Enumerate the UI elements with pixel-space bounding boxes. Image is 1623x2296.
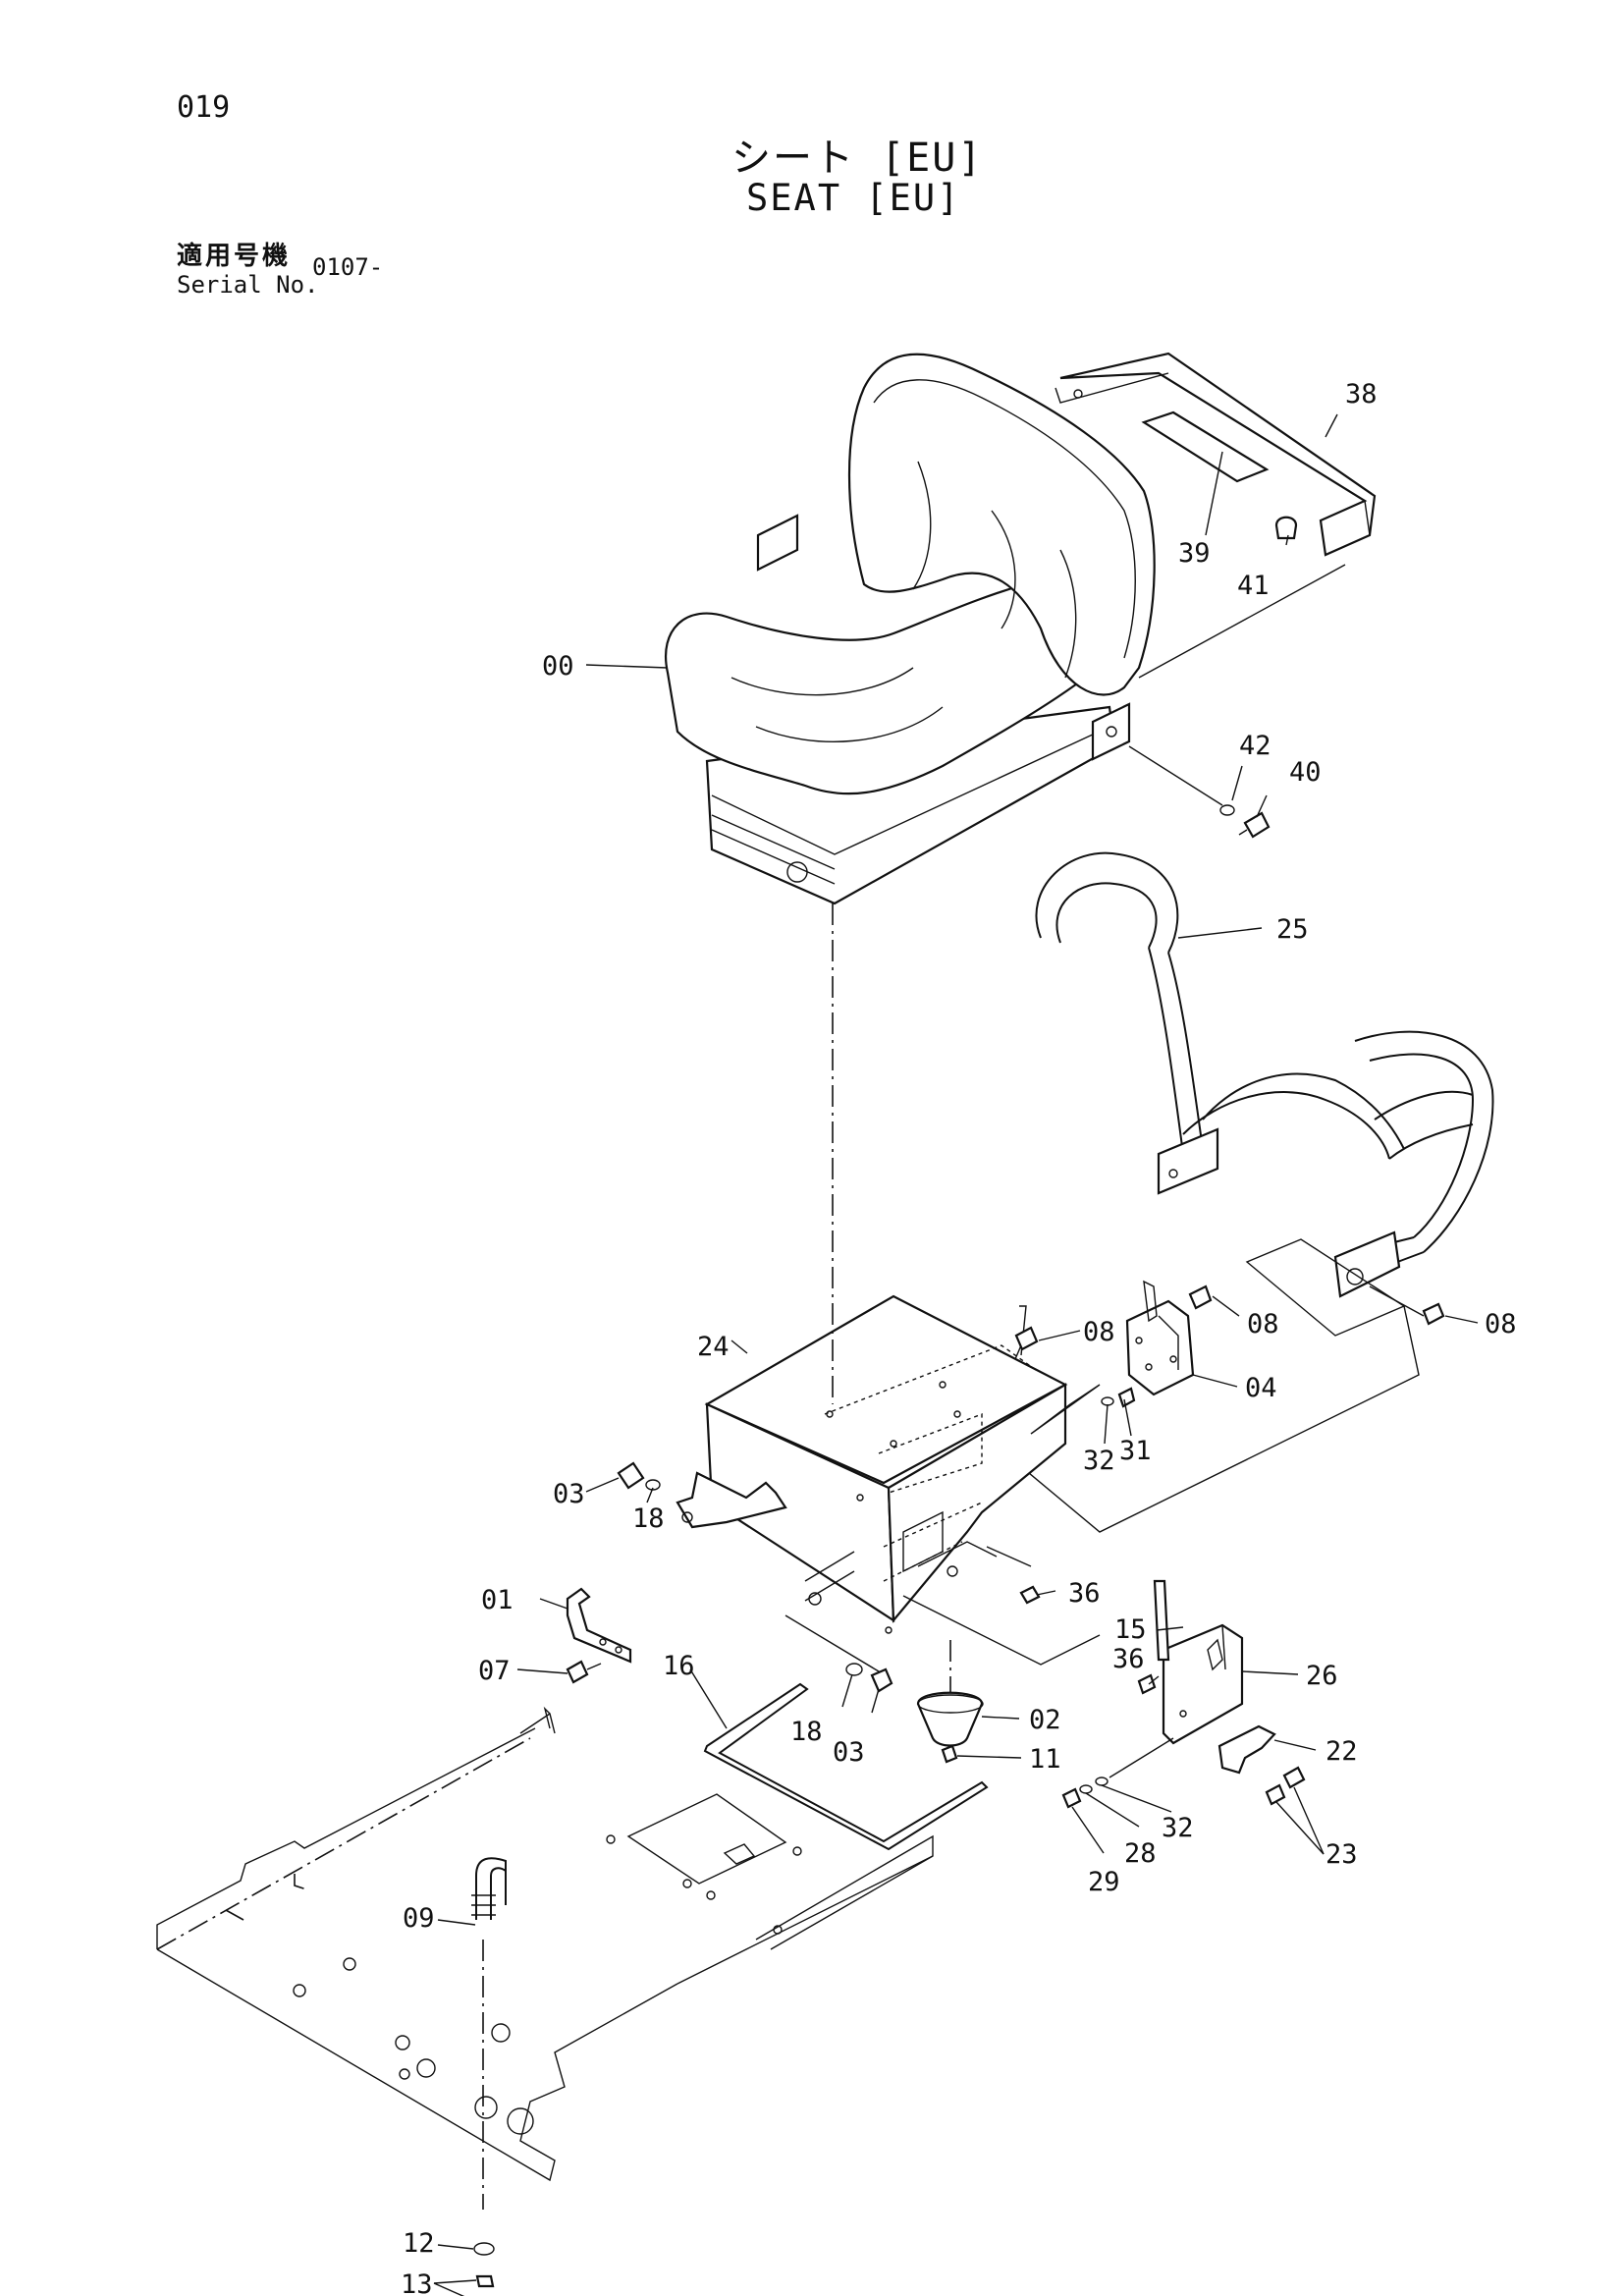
bracket-22 [1217,1724,1276,1775]
floor-plate [156,1727,934,2182]
callout-09: 09 [403,1903,435,1934]
reference-plane-left [519,1546,1101,1734]
callout-41: 41 [1237,571,1270,601]
callout-03-left: 03 [553,1479,585,1509]
callout-18-lower: 18 [790,1717,823,1747]
callout-08-box: 08 [1083,1317,1115,1347]
callout-26: 26 [1306,1661,1338,1691]
bracket-04 [1125,1280,1195,1396]
title-japanese: シート [EU] [731,136,984,181]
seat-assembly [665,353,1156,905]
callout-18-left: 18 [632,1503,665,1534]
screw-11 [941,1744,958,1764]
callout-15: 15 [1114,1614,1147,1645]
callout-01: 01 [481,1585,514,1615]
washers-nut-bottom [1061,1737,1174,1809]
callout-03-lower: 03 [833,1737,865,1768]
rod-16 [703,1682,989,1851]
serial-number-value: 0107- [312,253,384,281]
serial-label-japanese: 適用号機 [177,242,292,271]
callout-11: 11 [1029,1744,1061,1775]
callout-23: 23 [1325,1839,1358,1870]
strip-15 [1153,1579,1170,1662]
callout-40: 40 [1289,757,1322,788]
bolts-23 [1265,1766,1306,1806]
callout-22: 22 [1325,1736,1358,1767]
callout-39: 39 [1178,538,1211,569]
callout-16: 16 [663,1651,695,1681]
callout-32-lower: 32 [1162,1813,1194,1843]
nuts-13 [475,2274,495,2288]
bolt-08-bracket [1188,1285,1213,1310]
callout-32-upper: 32 [1083,1446,1115,1476]
callout-25: 25 [1276,914,1309,945]
screw-31-washer-32 [1101,1387,1136,1408]
bolt-03-washer-18-left [617,1461,661,1491]
u-bolt-09 [471,1857,507,2210]
callout-12: 12 [403,2228,435,2259]
bracket-01 [566,1587,632,1664]
callout-labels: 00 38 39 41 42 40 25 08 08 08 24 04 32 3… [401,379,1517,2296]
plate-26 [1162,1623,1244,1745]
title-english: SEAT [EU] [746,177,961,219]
callout-00: 00 [542,651,574,682]
seat-back-panel [1055,352,1377,679]
callout-36-upper: 36 [1068,1578,1101,1609]
callout-02: 02 [1029,1705,1061,1735]
callout-04: 04 [1245,1373,1277,1403]
callout-42: 42 [1239,731,1271,761]
callout-36-lower: 36 [1112,1644,1145,1674]
knob-41 [1274,516,1298,540]
callout-31: 31 [1119,1436,1152,1466]
callout-24: 24 [697,1332,730,1362]
nut-36-upper [1019,1585,1041,1605]
leader-lines [433,413,1479,2296]
bolt-03-washer-18-lower [845,1663,893,1693]
page-number: 019 [177,90,231,125]
callout-38: 38 [1345,379,1378,410]
leader-seat-to-base [832,903,951,1699]
serial-label-english: Serial No. [177,271,319,299]
seat-base-box [676,1294,1101,1634]
bolt-40-washer-42 [1128,745,1271,839]
bolt-07 [566,1660,602,1684]
bolt-08-box [1014,1326,1039,1351]
callout-29: 29 [1088,1867,1120,1897]
callout-08-right: 08 [1485,1309,1517,1339]
washer-12 [473,2242,495,2256]
rubber-mount-02 [916,1691,984,1747]
callout-08-bracket: 08 [1247,1309,1279,1339]
callout-07: 07 [478,1656,511,1686]
callout-13: 13 [401,2269,433,2296]
handrail [1035,851,1494,1298]
nut-36-lower [1137,1673,1157,1695]
callout-28: 28 [1124,1838,1157,1869]
bolt-08-right [1369,1285,1445,1326]
